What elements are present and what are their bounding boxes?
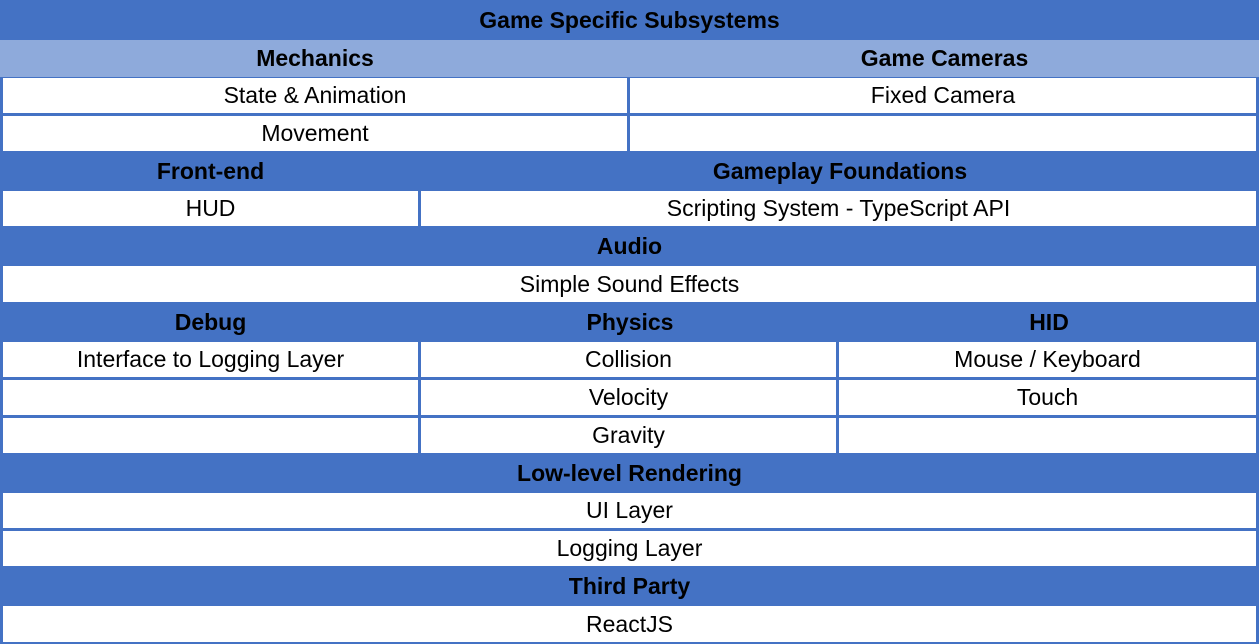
debug-item-empty-2 — [3, 418, 418, 453]
rendering-item-logging-layer: Logging Layer — [3, 531, 1256, 566]
physics-item-velocity: Velocity — [421, 380, 836, 415]
debug-title: Debug — [0, 304, 421, 341]
rendering-row-2: Logging Layer — [0, 530, 1259, 568]
debug-physics-hid-row-2: Velocity Touch — [0, 379, 1259, 417]
debug-item-empty-1 — [3, 380, 418, 415]
gameplay-item-scripting-system: Scripting System - TypeScript API — [421, 191, 1256, 226]
debug-physics-hid-row-3: Gravity — [0, 417, 1259, 455]
mechanics-title: Mechanics — [0, 40, 630, 77]
hid-item-empty — [839, 418, 1256, 453]
frontend-item-hud: HUD — [3, 191, 418, 226]
audio-title: Audio — [0, 228, 1259, 265]
game-specific-subsystems-title: Game Specific Subsystems — [0, 0, 1259, 40]
rendering-item-ui-layer: UI Layer — [3, 493, 1256, 528]
debug-item-interface-logging: Interface to Logging Layer — [3, 342, 418, 377]
frontend-gameplay-header-row: Front-end Gameplay Foundations — [0, 153, 1259, 190]
physics-item-gravity: Gravity — [421, 418, 836, 453]
audio-header-row: Audio — [0, 228, 1259, 265]
third-party-item-reactjs: ReactJS — [3, 606, 1256, 642]
cameras-item-fixed-camera: Fixed Camera — [630, 78, 1256, 113]
mechanics-cameras-row-1: State & Animation Fixed Camera — [0, 77, 1259, 115]
third-party-row: ReactJS — [0, 605, 1259, 644]
rendering-row-1: UI Layer — [0, 492, 1259, 530]
mechanics-item-movement: Movement — [3, 116, 627, 151]
physics-title: Physics — [421, 304, 839, 341]
physics-item-collision: Collision — [421, 342, 836, 377]
game-specific-subsystems-header-row: Game Specific Subsystems — [0, 0, 1259, 40]
mechanics-cameras-header-row: Mechanics Game Cameras — [0, 40, 1259, 77]
debug-physics-hid-header-row: Debug Physics HID — [0, 304, 1259, 341]
audio-row: Simple Sound Effects — [0, 265, 1259, 304]
third-party-header-row: Third Party — [0, 568, 1259, 605]
cameras-item-empty — [630, 116, 1256, 151]
gameplay-foundations-title: Gameplay Foundations — [421, 153, 1259, 190]
mechanics-cameras-row-2: Movement — [0, 115, 1259, 153]
frontend-gameplay-row: HUD Scripting System - TypeScript API — [0, 190, 1259, 228]
frontend-title: Front-end — [0, 153, 421, 190]
low-level-rendering-header-row: Low-level Rendering — [0, 455, 1259, 492]
mechanics-item-state-animation: State & Animation — [3, 78, 627, 113]
hid-item-touch: Touch — [839, 380, 1256, 415]
third-party-title: Third Party — [0, 568, 1259, 605]
debug-physics-hid-row-1: Interface to Logging Layer Collision Mou… — [0, 341, 1259, 379]
low-level-rendering-title: Low-level Rendering — [0, 455, 1259, 492]
audio-item-simple-sound-effects: Simple Sound Effects — [3, 266, 1256, 302]
hid-item-mouse-keyboard: Mouse / Keyboard — [839, 342, 1256, 377]
game-cameras-title: Game Cameras — [630, 40, 1259, 77]
hid-title: HID — [839, 304, 1259, 341]
